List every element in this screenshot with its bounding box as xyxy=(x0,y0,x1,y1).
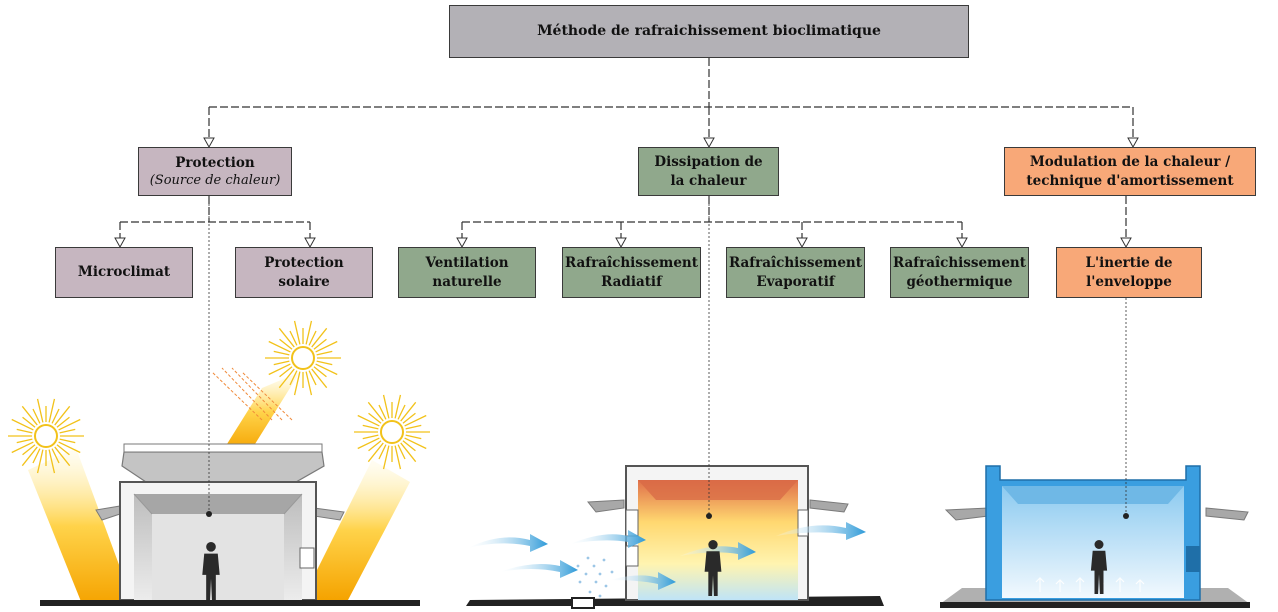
root-node: Méthode de rafraichissement bioclimatiqu… xyxy=(449,5,969,58)
pointer-dot xyxy=(706,513,712,519)
leaf-node-protection-solaire: Protection solaire xyxy=(235,247,373,298)
sun-beam-right xyxy=(302,460,410,600)
leaf-label: L'inertie de xyxy=(1085,255,1173,272)
sun-beam-top xyxy=(222,372,300,452)
arrowhead-icon xyxy=(114,237,126,249)
sun-beam-left xyxy=(28,448,132,604)
leaf-label: solaire xyxy=(278,273,330,290)
leaf-node-ventilation-naturelle: Ventilation naturelle xyxy=(398,247,536,298)
leaf-node-microclimat: Microclimat xyxy=(55,247,193,298)
arrowhead-icon xyxy=(1127,137,1139,149)
building-dissipation-illustration xyxy=(466,465,884,609)
person-icon xyxy=(704,540,722,596)
leaf-label: naturelle xyxy=(432,273,502,290)
person-icons xyxy=(202,540,1108,600)
leaf-label: Protection xyxy=(264,255,344,272)
category-subtitle: (Source de chaleur) xyxy=(149,172,281,188)
sun-icon xyxy=(8,398,84,474)
leaf-node-rafraichissement-evaporatif: Rafraîchissement Evaporatif xyxy=(726,247,865,298)
category-title: Protection xyxy=(175,154,255,171)
pointer-dot xyxy=(206,511,212,517)
tree-connectors xyxy=(114,58,1139,519)
leaf-label: Evaporatif xyxy=(756,273,835,290)
leaf-node-rafraichissement-radiatif: Rafraîchissement Radiatif xyxy=(562,247,701,298)
category-node-protection: Protection (Source de chaleur) xyxy=(138,147,292,196)
air-flow-arrow-icon xyxy=(468,522,866,590)
arrowhead-icon xyxy=(956,237,968,249)
category-node-modulation: Modulation de la chaleur / technique d'a… xyxy=(1004,147,1256,196)
sun-icon xyxy=(354,394,430,470)
sun-icon xyxy=(265,320,341,396)
category-title-line: Dissipation de xyxy=(654,154,763,171)
leaf-label: l'enveloppe xyxy=(1086,273,1172,290)
leaf-label: géothermique xyxy=(906,273,1013,290)
sun-icons xyxy=(8,320,430,474)
arrowhead-icon xyxy=(1120,237,1132,249)
leaf-node-rafraichissement-geothermique: Rafraîchissement géothermique xyxy=(890,247,1029,298)
arrowhead-icon xyxy=(615,237,627,249)
arrowhead-icon xyxy=(203,137,215,149)
roof-overhang xyxy=(121,451,325,483)
leaf-label: Ventilation xyxy=(425,255,509,272)
building-protection-illustration xyxy=(28,367,420,606)
arrowhead-icon xyxy=(304,237,316,249)
category-title-line: technique d'amortissement xyxy=(1026,172,1234,189)
leaf-label: Rafraîchissement xyxy=(729,255,862,272)
leaf-node-inertie-enveloppe: L'inertie de l'enveloppe xyxy=(1056,247,1202,298)
leaf-label: Rafraîchissement xyxy=(565,255,698,272)
pointer-dot xyxy=(1123,513,1129,519)
person-icon xyxy=(202,542,220,600)
category-title-line: Modulation de la chaleur / xyxy=(1029,154,1231,171)
category-title-line: la chaleur xyxy=(670,172,747,189)
arrowhead-icon xyxy=(796,237,808,249)
root-label: Méthode de rafraichissement bioclimatiqu… xyxy=(537,23,881,40)
category-node-dissipation: Dissipation de la chaleur xyxy=(638,147,779,196)
person-icon xyxy=(1090,540,1108,594)
leaf-label: Microclimat xyxy=(77,264,171,281)
arrowhead-icon xyxy=(456,237,468,249)
building-inertia-illustration xyxy=(940,465,1250,608)
arrowhead-icon xyxy=(703,137,715,149)
leaf-label: Radiatif xyxy=(601,273,662,290)
leaf-label: Rafraîchissement xyxy=(893,255,1026,272)
